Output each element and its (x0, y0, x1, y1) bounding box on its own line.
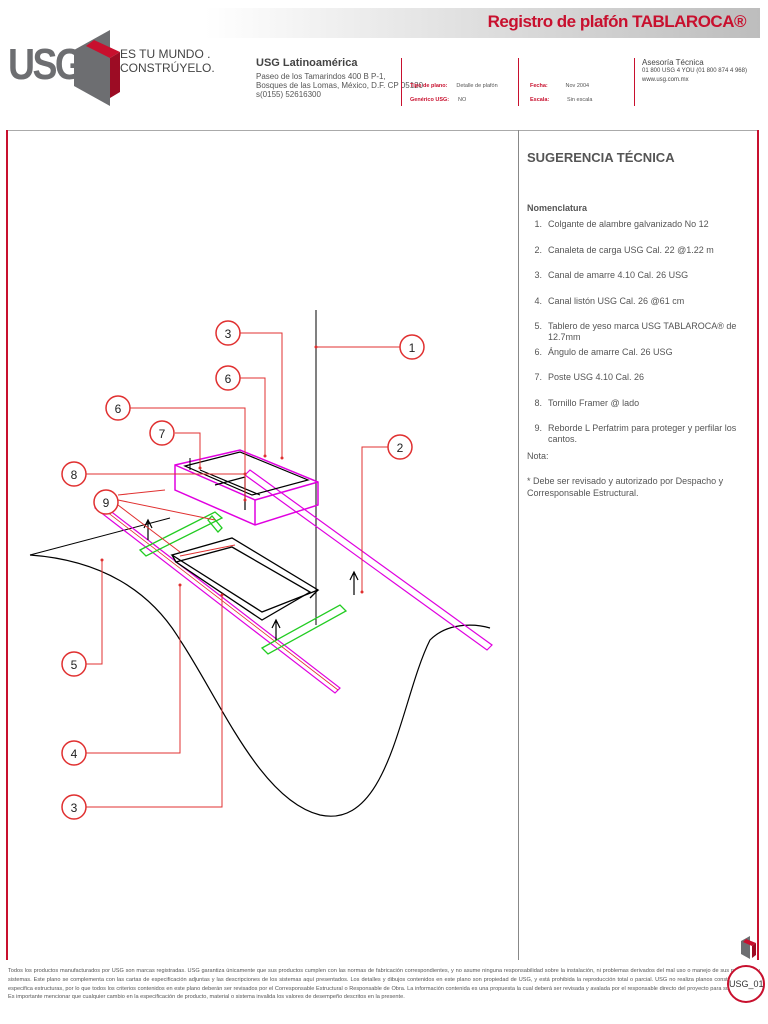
svg-text:2: 2 (397, 441, 404, 455)
raised-box-frame (183, 451, 310, 510)
frame-red-edge (179, 544, 236, 557)
address-line: Paseo de los Tamarindos 400 B P-1, (256, 72, 386, 81)
usg-logo-mark (74, 30, 120, 106)
callout-2: 2 (387, 434, 413, 460)
svg-text:8: 8 (71, 468, 78, 482)
address-line: Bosques de las Lomas, México, D.F. CP 05… (256, 81, 424, 90)
list-item: 4. Canal listón USG Cal. 26 @61 cm (534, 295, 685, 306)
nomenclature-heading: Nomenclatura (527, 203, 588, 213)
svg-text:4: 4 (71, 747, 78, 761)
board-cut-curve (29, 554, 491, 817)
callout-leaders (86, 332, 400, 808)
company-info: USG Latinoamérica Paseo de los Tamarindo… (256, 57, 423, 99)
callout-6-left: 6 (105, 395, 131, 421)
drawing-frame (6, 130, 759, 961)
phone-line: s(0155) 52616300 (256, 90, 321, 99)
load-channel-magenta (94, 469, 493, 694)
scale-row: Escala: Sin escala (530, 97, 593, 103)
header-divider (401, 58, 402, 106)
date-row: Fecha: Nov 2004 (530, 83, 590, 89)
callout-7: 7 (149, 420, 175, 446)
brand-tagline: ES TU MUNDO . CONSTRÚYELO. (120, 47, 215, 75)
frame-right-line (757, 130, 759, 960)
callout-3-bottom: 3 (61, 794, 87, 820)
svg-text:3: 3 (225, 327, 232, 341)
board-edge-line (29, 517, 171, 556)
document-code: USG_01 (729, 979, 764, 989)
svg-text:5: 5 (71, 658, 78, 672)
channel-edge-red (97, 504, 339, 691)
list-item: 7.Poste USG 4.10 Cal. 26 (534, 372, 645, 382)
svg-text:6: 6 (115, 402, 122, 416)
svg-text:9: 9 (103, 496, 110, 510)
generic-row: Genérico USG: NO (410, 97, 467, 103)
cross-channel-green (138, 511, 348, 655)
usg-logo-text: USG (8, 40, 84, 89)
title-band: Registro de plafón TABLAROCA® (205, 8, 760, 38)
panel-divider (518, 130, 519, 960)
document-code-badge: USG_01 (727, 965, 765, 1003)
list-item: 8.Tornillo Framer @ lado (534, 397, 640, 408)
lower-frame (170, 537, 320, 621)
usg-small-mark (741, 936, 756, 959)
callout-5: 5 (61, 651, 87, 677)
svg-text:6: 6 (225, 372, 232, 386)
header-divider (518, 58, 519, 106)
website-link[interactable]: www.usg.com.mx (642, 77, 689, 83)
plan-type-row: Tipo de plano: Detalle de plafón (410, 83, 498, 89)
legal-disclaimer: Todos los productos manufacturados por U… (8, 968, 760, 1001)
leader-dots (100, 345, 364, 597)
technical-support: Asesoría Técnica 01 800 USG 4 YOU (01 80… (642, 58, 747, 83)
header-divider (634, 58, 635, 106)
list-item: 5.Tablero de yeso marca USG TABLAROCA® d… (534, 321, 737, 342)
callout-1: 1 (399, 334, 425, 360)
ceiling-detail-drawing: 1 2 3 6 6 7 8 9 5 4 3 (29, 310, 493, 820)
list-item: 3.Canal de amarre 4.10 Cal. 26 USG (534, 270, 689, 280)
document-title: Registro de plafón TABLAROCA® (487, 12, 747, 31)
callout-4: 4 (61, 740, 87, 766)
list-item: 9.Reborde L Perfatrim para proteger y pe… (534, 423, 737, 444)
callout-8: 8 (61, 461, 87, 487)
callout-3-top: 3 (215, 320, 241, 346)
callout-9: 9 (93, 489, 119, 515)
raised-box-magenta (174, 449, 319, 526)
note-label: Nota: (527, 450, 549, 461)
frame-left-line (6, 130, 8, 960)
list-item: 2.Canaleta de carga USG Cal. 22 @1.22 m (534, 244, 714, 255)
list-item: 6.Ángulo de amarre Cal. 26 USG (534, 346, 673, 357)
svg-text:3: 3 (71, 801, 78, 815)
technical-suggestion-panel: SUGERENCIA TÉCNICA Nomenclatura 1.Colgan… (527, 150, 742, 499)
svg-text:1: 1 (409, 341, 416, 355)
note-text: * Debe ser revisado y autorizado por Des… (527, 475, 724, 498)
nomenclature-list: 1.Colgante de alambre galvanizado No 12 … (527, 219, 742, 449)
svg-text:7: 7 (159, 427, 166, 441)
list-item: 1.Colgante de alambre galvanizado No 12 (534, 219, 709, 229)
company-name: USG Latinoamérica (256, 57, 358, 69)
callout-6-top: 6 (215, 365, 241, 391)
panel-title: SUGERENCIA TÉCNICA (527, 150, 675, 165)
